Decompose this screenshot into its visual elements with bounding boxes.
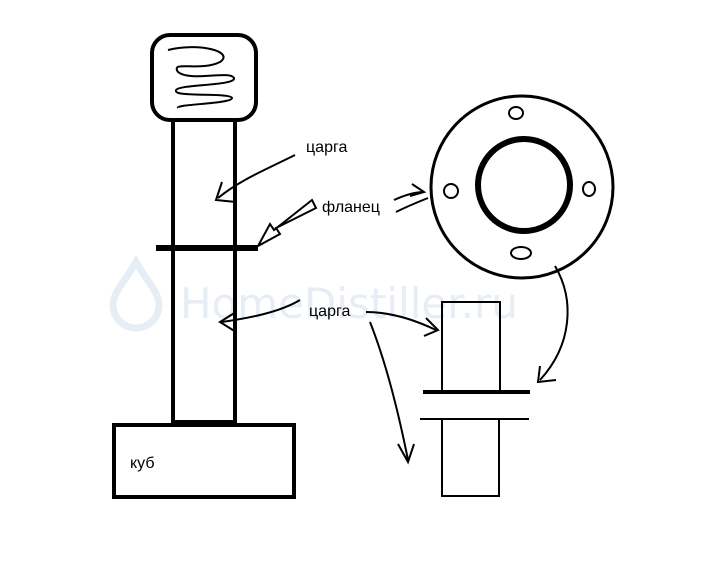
label-tsarga-top: царга <box>306 139 347 156</box>
arrow-tsarga-bottom <box>221 299 301 323</box>
bolt-hole-left <box>443 183 459 199</box>
bolt-hole-right <box>582 181 596 197</box>
arrowhead-tsarga-top <box>214 181 237 203</box>
flange-outer-ring <box>429 94 615 280</box>
label-flanets: фланец <box>322 199 380 216</box>
arrow-tsarga-top <box>217 154 296 199</box>
column-assembly <box>112 33 296 499</box>
lower-tsarga-segment <box>441 418 500 497</box>
bolt-hole-top <box>508 106 524 120</box>
arrowhead-to-upper-segment <box>423 317 440 337</box>
exploded-tsarga-detail <box>420 301 530 497</box>
flange-top-view <box>429 94 615 280</box>
water-drop-icon <box>109 254 163 332</box>
arrowhead-flange-to-plate <box>536 365 557 384</box>
coil-scribble <box>167 46 236 109</box>
boiler-kub <box>112 423 296 499</box>
arrow-flanets-right-2 <box>395 197 429 213</box>
arrow-flanets-left <box>255 198 318 249</box>
arrowhead-to-lower-segment <box>397 443 415 465</box>
arrowhead-tsarga-bottom <box>218 311 237 333</box>
label-kub: куб <box>130 455 155 472</box>
column-head <box>150 33 258 122</box>
label-tsarga-bottom: царга <box>309 303 350 320</box>
pointer-arrows <box>214 154 569 465</box>
arrow-to-upper-segment <box>365 311 437 331</box>
arrow-to-lower-segment <box>369 321 409 461</box>
arrowhead-flanets-right-1 <box>409 183 427 197</box>
bolt-hole-bottom <box>510 246 532 260</box>
arrow-flange-to-plate <box>539 265 569 381</box>
flange-inner-bore <box>475 136 573 234</box>
